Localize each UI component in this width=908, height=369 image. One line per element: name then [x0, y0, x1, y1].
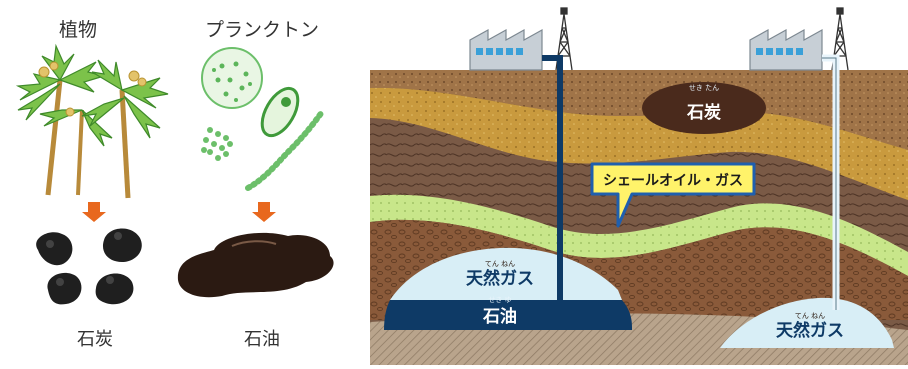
natural-gas-left — [390, 247, 622, 300]
ochre-layer — [370, 87, 908, 200]
factory-icon-right — [749, 28, 823, 71]
oil-pipe — [542, 55, 563, 300]
oil-label: 石油 — [482, 306, 517, 327]
topsoil-layer — [370, 70, 908, 150]
derrick-icon-left — [555, 7, 573, 71]
geology-cross-section: せき たん 石炭 てん ねん 天然ガス せき ゆ 石油 てん ねん 天然ガス — [370, 0, 908, 365]
shale-layer — [370, 194, 908, 276]
factory-icon-left — [469, 28, 543, 71]
origin-illustration: 植物 プランクトン — [15, 19, 334, 350]
down-arrow-plants — [82, 202, 106, 222]
gas-right-label: 天然ガス — [776, 320, 844, 341]
geology-panel: せき たん 石炭 てん ねん 天然ガス せき ゆ 石油 てん ねん 天然ガス — [370, 0, 908, 365]
coal-lumps-icon — [36, 228, 142, 305]
plankton-icon — [201, 47, 325, 191]
down-arrow-plankton — [252, 202, 276, 222]
oil-puddle-icon — [177, 232, 334, 298]
coal-deposit — [642, 82, 766, 134]
plants-icon — [15, 43, 169, 199]
gas-right-ruby: てん ねん — [795, 312, 825, 320]
coal-ruby: せき たん — [689, 84, 719, 92]
plankton-title: プランクトン — [205, 19, 319, 41]
coal-label: 石炭 — [686, 102, 721, 123]
plants-title: 植物 — [59, 19, 97, 41]
origin-panel: 植物 プランクトン — [0, 0, 370, 365]
gas-pipe-outline — [822, 57, 837, 310]
shale-label: シェールオイル・ガス — [603, 173, 743, 189]
gas-left-ruby: てん ねん — [485, 260, 515, 268]
natural-gas-right — [720, 297, 894, 348]
shale-callout: シェールオイル・ガス — [590, 162, 756, 228]
oil-ruby: せき ゆ — [488, 296, 511, 304]
coal-caption: 石炭 — [77, 329, 113, 350]
gas-left-label: 天然ガス — [466, 268, 534, 289]
oil-deposit — [384, 300, 632, 330]
oil-caption: 石油 — [244, 329, 280, 350]
